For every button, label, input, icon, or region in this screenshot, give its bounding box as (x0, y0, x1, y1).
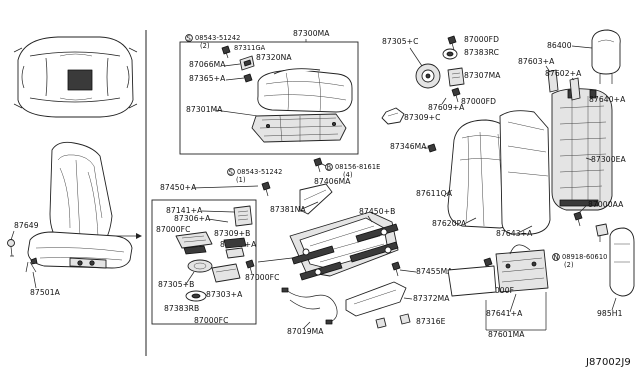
label-87309b: 87309+B (214, 229, 250, 238)
label-87303a: 87303+A (206, 290, 243, 299)
label-87641a: 87641+A (486, 309, 523, 318)
screw-icon (451, 87, 461, 103)
label-87601ma: 87601MA (488, 330, 525, 339)
clip-icon (399, 313, 411, 325)
label-87455ma: 87455MA (416, 267, 453, 276)
label-87609a: 87609+A (428, 103, 465, 112)
label-87640a: 87640+A (589, 95, 626, 104)
label-87000fd-2: 87000FD (461, 97, 496, 106)
label-08918-60610-qty: (2) (564, 261, 574, 269)
headrest-icon (591, 29, 621, 84)
label-87307ma: 87307MA (464, 71, 501, 80)
label-87141a: 87141+A (166, 206, 203, 215)
label-08156-8161e-qty: (4) (343, 171, 353, 179)
label-87309c: 87309+C (404, 113, 441, 122)
label-87450b: 87450+B (359, 207, 395, 216)
screw-icon (573, 211, 583, 227)
bolt-icon (313, 157, 323, 173)
label-87000f: 87000F (485, 286, 514, 295)
label-87305b: 87305+B (158, 280, 194, 289)
label-87381na: 87381NA (270, 205, 306, 214)
circle-b-symbol: B (327, 164, 332, 172)
label-87000fc-2: 87000FC (245, 273, 280, 282)
screw-icon (447, 35, 457, 51)
label-87300ea: 87300EA (591, 155, 627, 164)
cushion-group-box (179, 41, 359, 155)
label-87643a: 87643+A (496, 229, 533, 238)
label-87602a: 87602+A (545, 69, 582, 78)
label-87316e: 87316E (416, 317, 446, 326)
car-top-view-icon (13, 36, 138, 118)
screw-icon (245, 259, 255, 275)
label-08543-51242-top: 08543-51242 (195, 34, 240, 42)
label-87603a: 87603+A (518, 57, 555, 66)
label-87300ma: 87300MA (293, 29, 330, 38)
label-08543-51242-mid-qty: (1) (236, 176, 246, 184)
label-87501a: 87501A (30, 288, 61, 297)
label-87000fc-3: 87000FC (194, 316, 229, 325)
label-87305c: 87305+C (382, 37, 419, 46)
label-87301ma: 87301MA (186, 105, 223, 114)
label-87306a: 87306+A (174, 214, 211, 223)
seat-back-frame-icon (551, 88, 613, 211)
label-87320na: 87320NA (256, 53, 292, 62)
label-08156-8161e: 08156-8161E (335, 163, 380, 171)
adjuster-group-box (151, 199, 257, 325)
label-87406ma: 87406MA (314, 177, 351, 186)
arrow-right-icon (116, 233, 142, 239)
seat-frame-icon (289, 211, 399, 281)
label-87019ma: 87019MA (287, 327, 324, 336)
label-87346ma: 87346MA (390, 142, 427, 151)
label-08918-60610: 08918-60610 (562, 253, 607, 261)
bolt-icon (261, 181, 271, 197)
label-985h1: 985H1 (597, 309, 623, 318)
diagram-code: J87002J9 (585, 357, 631, 368)
label-87066ma: 87066MA (189, 60, 226, 69)
label-87649: 87649 (14, 221, 39, 230)
label-87611qa: 87611QA (416, 189, 453, 198)
circle-s-symbol: S (187, 35, 191, 43)
clip-icon (185, 290, 207, 302)
label-87000fd-1: 87000FD (464, 35, 499, 44)
screw-icon (221, 45, 231, 59)
label-87620pa: 87620PA (432, 219, 467, 228)
label-87450a: 87450+A (160, 183, 197, 192)
label-87000fc-1: 87000FC (156, 225, 191, 234)
seat-assembly-icon (25, 141, 133, 273)
circle-s-symbol-2: S (229, 169, 233, 177)
label-87383rb: 87383RB (164, 304, 199, 313)
label-87000aa: 87000AA (588, 200, 624, 209)
label-08543-51242-top-qty: (2) (200, 42, 210, 50)
label-87372ma: 87372MA (413, 294, 450, 303)
recliner-icon (415, 63, 441, 89)
clip-icon (595, 223, 609, 242)
label-87383rc: 87383RC (464, 48, 499, 57)
screw-icon (391, 261, 401, 277)
label-87311ga: 87311GA (234, 44, 266, 52)
label-08543-51242-mid: 08543-51242 (237, 168, 282, 176)
knob-icon (7, 239, 15, 257)
label-86400: 86400 (547, 41, 572, 50)
clip-icon (375, 317, 387, 329)
label-87365a: 87365+A (189, 74, 226, 83)
circle-n-symbol: N (554, 254, 559, 262)
